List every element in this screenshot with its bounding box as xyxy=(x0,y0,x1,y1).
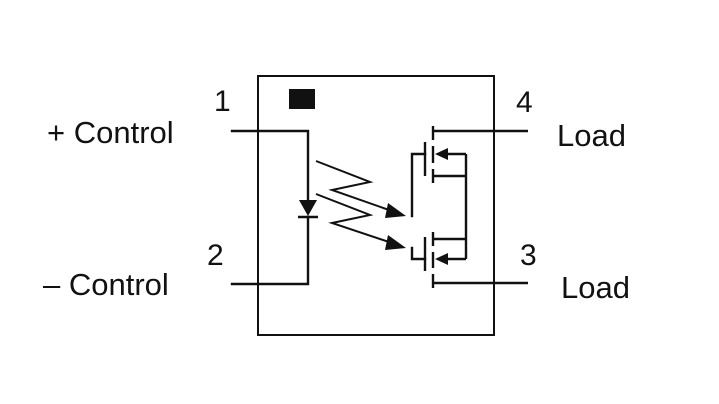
pin1-wire xyxy=(230,129,310,201)
pin-1-number: 1 xyxy=(214,85,231,118)
plus-control-label: + Control xyxy=(47,115,174,150)
led-triangle xyxy=(299,200,317,216)
light-ray-arrows xyxy=(315,160,406,250)
pin2-wire xyxy=(230,215,310,286)
package-outline xyxy=(257,75,495,336)
pin-2-number: 2 xyxy=(207,239,224,272)
pin1-marker xyxy=(289,89,315,109)
pin-4-number: 4 xyxy=(516,86,533,119)
load-top-label: Load xyxy=(557,118,626,153)
load-bottom-label: Load xyxy=(561,270,630,305)
pin-3-number: 3 xyxy=(520,239,537,272)
mosfet-pair xyxy=(410,126,528,288)
minus-control-label: – Control xyxy=(43,267,169,302)
